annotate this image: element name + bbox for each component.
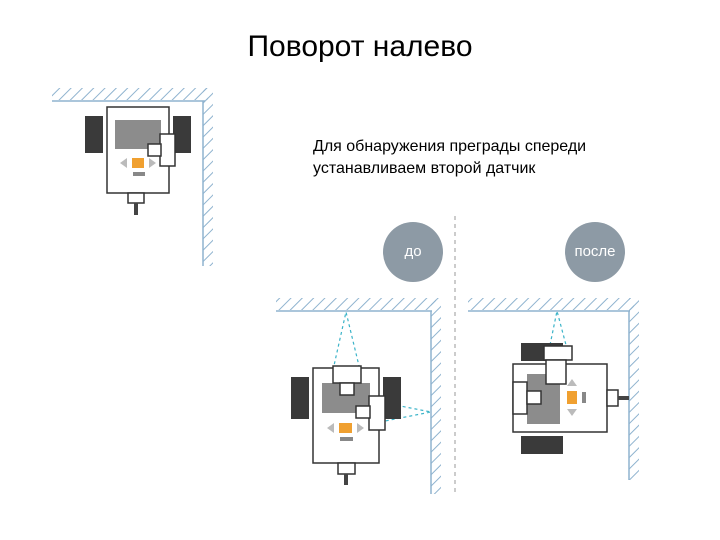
slide-title: Поворот налево: [247, 30, 473, 63]
caption-line-2: устанавливаем второй датчик: [313, 160, 536, 177]
orange-button: [567, 391, 577, 404]
left-wheel: [291, 377, 309, 419]
caption-line-1: Для обнаружения преграды спереди: [313, 138, 587, 155]
caster-pin: [134, 203, 138, 215]
right-arrow-button: [357, 423, 364, 433]
robot-before: [291, 365, 401, 485]
left-arrow-button: [120, 158, 127, 168]
back-button: [340, 437, 353, 441]
up-arrow-button: [567, 379, 577, 386]
before-badge: до: [383, 222, 443, 282]
side-sensor: [368, 395, 386, 431]
left-arrow-button: [327, 423, 334, 433]
back-button: [133, 172, 145, 176]
robot-after: [512, 343, 629, 454]
top-sensor-mount: [545, 359, 567, 385]
corner-wall-top-left: [52, 88, 213, 266]
bottom-wheel: [521, 436, 563, 454]
corner-wall-after: [468, 298, 639, 480]
side-sensor: [512, 381, 528, 415]
side-sensor: [159, 133, 176, 167]
robot-top-left: [85, 106, 191, 215]
rear-caster: [606, 389, 619, 407]
caster-pin: [618, 396, 629, 400]
sensor-beams-after: [549, 310, 567, 346]
right-wheel: [173, 116, 191, 153]
orange-button: [132, 158, 144, 168]
caption-text: Для обнаружения преграды спереди устанав…: [313, 136, 586, 180]
side-sensor-mount: [355, 405, 371, 419]
rear-caster: [127, 192, 145, 204]
left-wheel: [85, 116, 103, 153]
back-button: [582, 392, 586, 403]
sensor-mount: [147, 143, 162, 157]
side-sensor-mount: [526, 390, 542, 405]
after-badge: после: [565, 222, 625, 282]
rear-caster: [337, 462, 356, 475]
right-arrow-button: [149, 158, 156, 168]
orange-button: [339, 423, 352, 433]
right-wheel: [383, 377, 401, 419]
top-sensor: [543, 345, 573, 361]
front-sensor-mount: [339, 382, 355, 396]
caster-pin: [344, 474, 348, 485]
down-arrow-button: [567, 409, 577, 416]
front-sensor: [332, 365, 362, 384]
corner-wall-before: [276, 298, 441, 494]
